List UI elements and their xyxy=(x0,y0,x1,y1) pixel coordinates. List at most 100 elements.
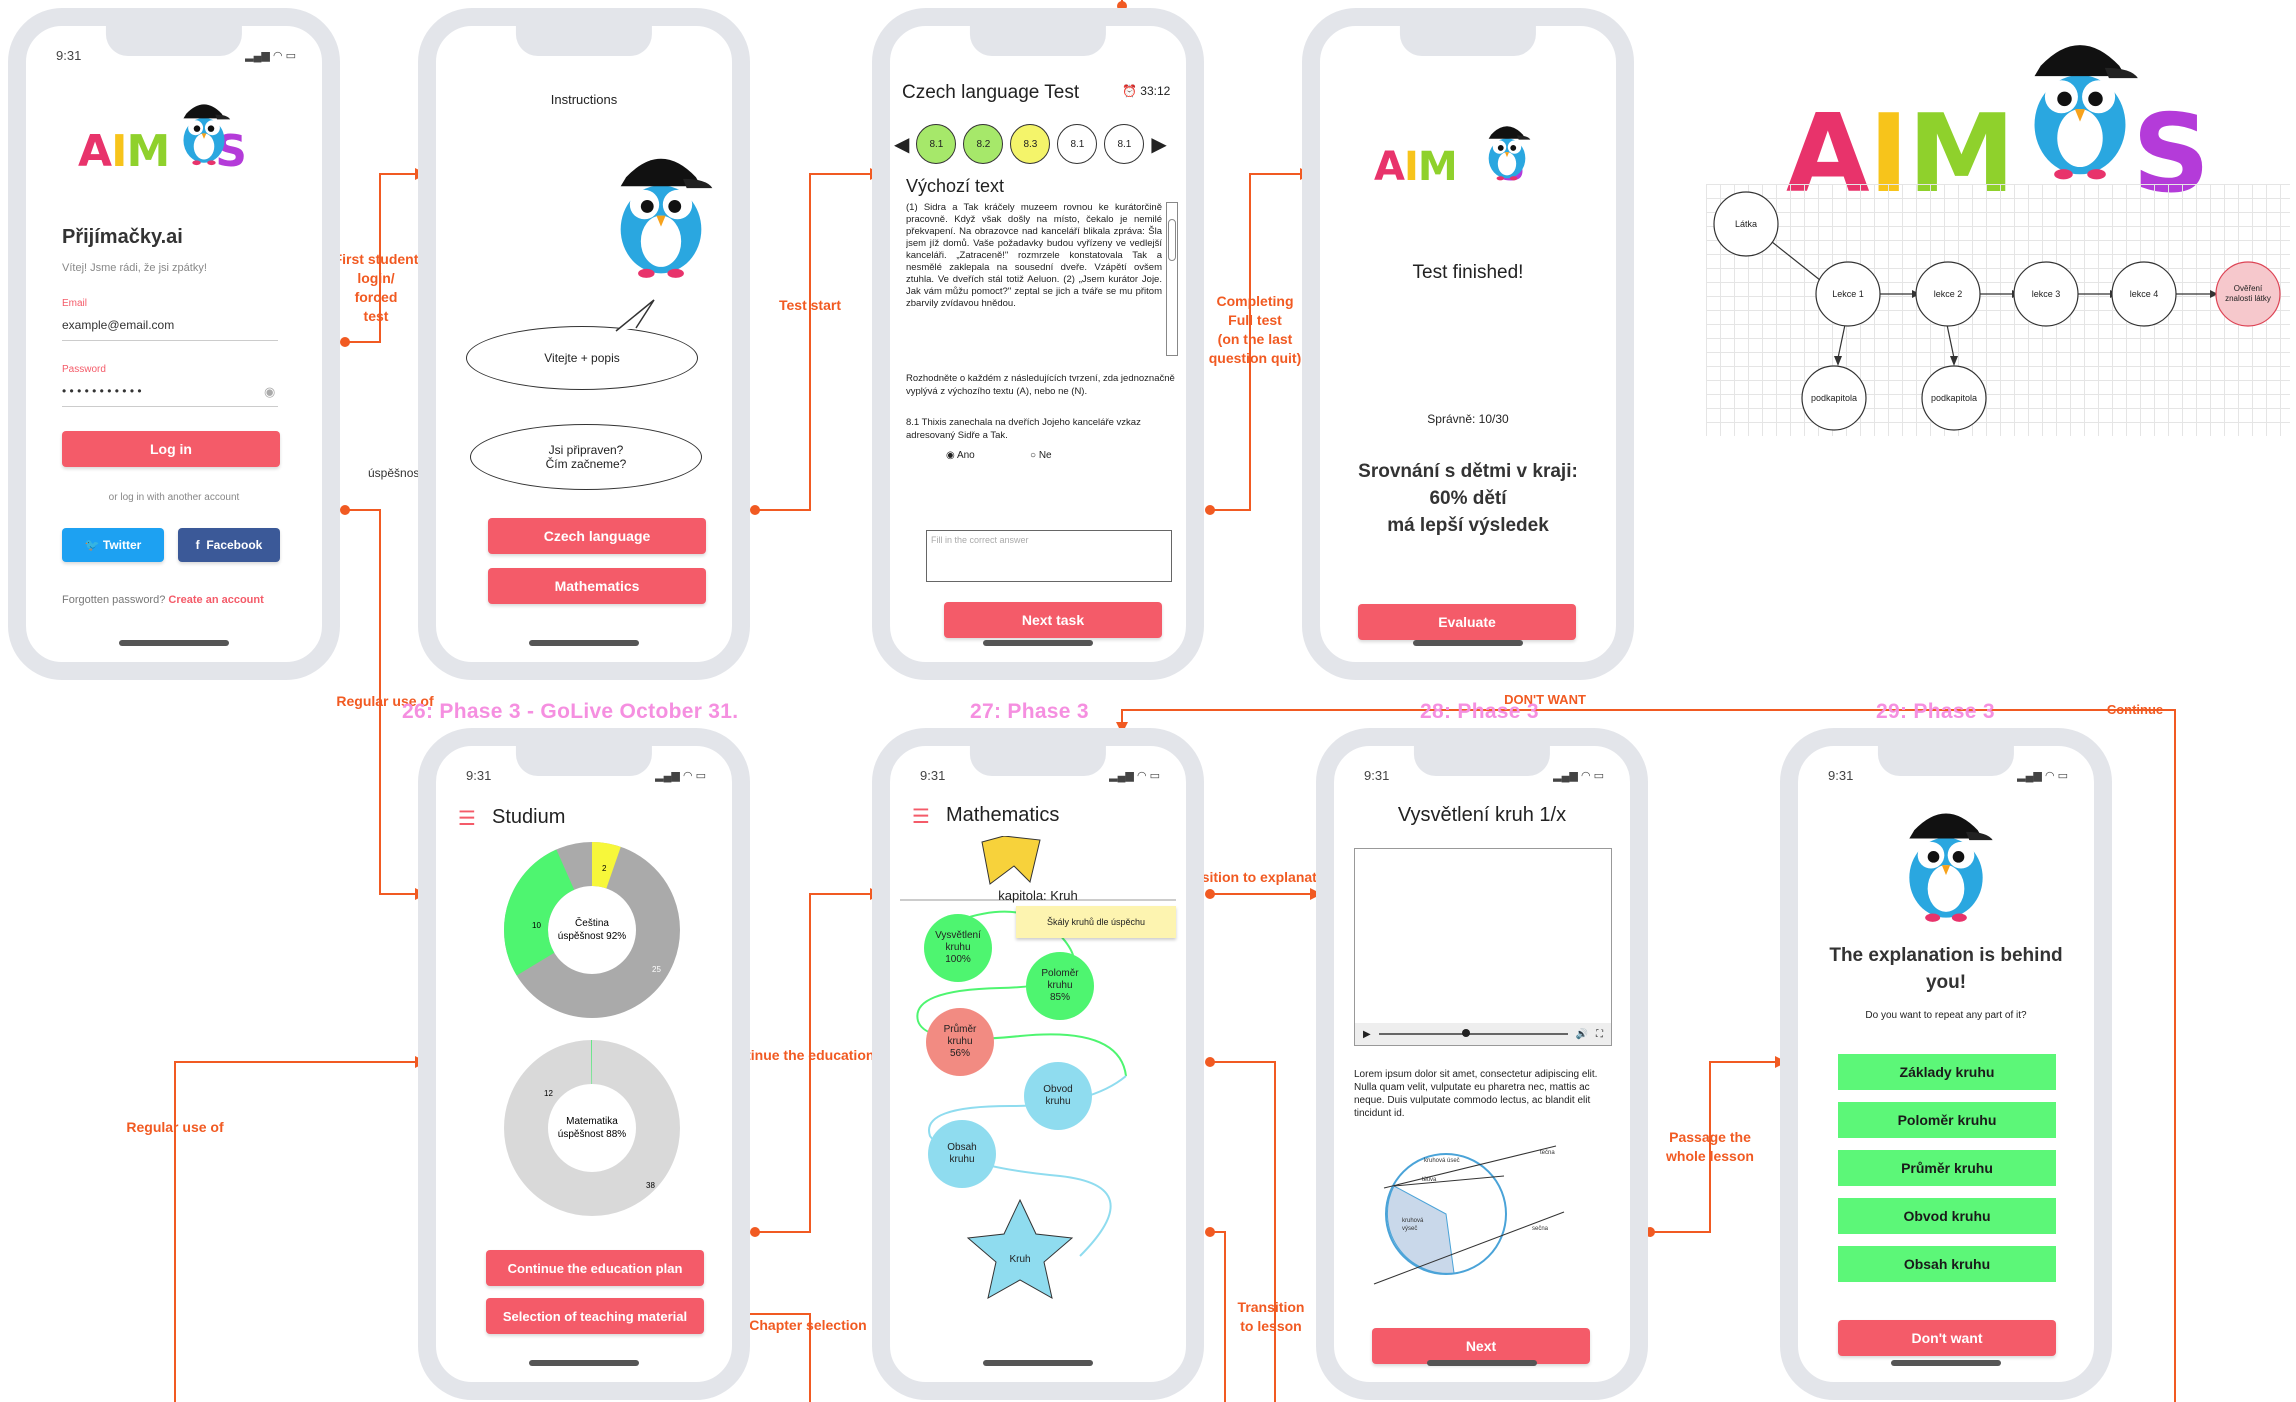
finished-title: Test finished! xyxy=(1412,262,1524,283)
question-circle[interactable]: 8.2 xyxy=(963,124,1004,164)
welcome-text: Vítej! Jsme rádi, že jsi zpátky! xyxy=(62,262,207,274)
volume-icon[interactable]: 🔊 xyxy=(1575,1028,1588,1040)
question-circle[interactable]: 8.1 xyxy=(1057,124,1098,164)
node-lekce2: lekce 2 xyxy=(1934,289,1963,299)
alarm-icon: ⏰ xyxy=(1122,84,1141,98)
circle-diagram: kruhová úseč tětiva tečna kruhová výseč … xyxy=(1373,1145,1565,1285)
email-field[interactable]: example@email.com xyxy=(62,318,278,341)
answer-input[interactable]: Fill in the correct answer xyxy=(926,530,1172,582)
node-label: Obvod xyxy=(1043,1084,1072,1095)
label-regular-use-1: Regular use of xyxy=(336,693,434,709)
question-nav: ◀ 8.1 8.2 8.3 8.1 8.1 ▶ xyxy=(894,124,1186,164)
facebook-button[interactable]: f Facebook xyxy=(178,528,280,562)
node-label: Poloměr xyxy=(1041,968,1079,979)
facebook-icon: f xyxy=(195,538,207,552)
diagram-label: sečna xyxy=(1532,1226,1549,1232)
owl-icon xyxy=(1896,796,1996,926)
status-time: 9:31 xyxy=(56,48,82,63)
fullscreen-icon[interactable]: ⛶ xyxy=(1596,1028,1603,1040)
evaluate-button[interactable]: Evaluate xyxy=(1358,604,1576,640)
password-field[interactable]: • • • • • • • • • • • xyxy=(62,384,278,407)
instruction-text: Rozhodněte o každém z následujících tvrz… xyxy=(906,373,1175,397)
eye-icon[interactable]: ◉ xyxy=(264,384,276,399)
node-label: kruhu xyxy=(1047,980,1072,991)
lorem-text: Lorem ipsum dolor sit amet, consectetur … xyxy=(1354,1069,1598,1119)
option-obsah-button[interactable]: Obsah kruhu xyxy=(1838,1246,2056,1282)
password-label: Password xyxy=(62,364,106,375)
option-obvod-button[interactable]: Obvod kruhu xyxy=(1838,1198,2056,1234)
node-podkapitola: podkapitola xyxy=(1931,393,1977,403)
diagram-label: kruhová úseč xyxy=(1424,1158,1460,1164)
continue-plan-button[interactable]: Continue the education plan xyxy=(486,1250,704,1286)
donut-value: 12 xyxy=(544,1089,553,1098)
chevron-left-icon[interactable]: ◀ xyxy=(894,133,910,156)
question-circle[interactable]: 8.1 xyxy=(916,124,957,164)
label-chapter-selection: Chapter selection xyxy=(749,1317,867,1333)
signal-icon: ▂▄▆ ◠ ▭ xyxy=(1109,770,1160,782)
signal-icon: ▂▄▆ ◠ ▭ xyxy=(245,50,296,62)
play-icon[interactable]: ▶ xyxy=(1363,1028,1371,1040)
diagram-label: výseč xyxy=(1402,1226,1417,1232)
node-obvod xyxy=(1024,1062,1092,1130)
menu-icon[interactable]: ☰ xyxy=(912,806,930,828)
owl-icon xyxy=(1482,118,1532,182)
answer-yes[interactable]: ◉ Ano xyxy=(946,450,975,461)
diagram-label: tečna xyxy=(1540,1150,1555,1156)
node-obsah xyxy=(928,1120,996,1188)
label-regular-use-2: Regular use of xyxy=(126,1119,224,1135)
phase-27: 27: Phase 3 xyxy=(970,700,1089,723)
status-time: 9:31 xyxy=(1828,768,1854,783)
video-player[interactable]: ▶ 🔊 ⛶ xyxy=(1354,848,1612,1046)
scrollbar[interactable] xyxy=(1166,202,1178,356)
phase-28: 28: Phase 3 xyxy=(1420,700,1539,723)
twitter-button[interactable]: 🐦 Twitter xyxy=(62,528,164,562)
donut-math: Matematika úspěšnost 88% 12 38 xyxy=(504,1040,680,1216)
status-time: 9:31 xyxy=(1364,768,1390,783)
dont-want-button[interactable]: Don't want xyxy=(1838,1320,2056,1356)
czech-language-button[interactable]: Czech language xyxy=(488,518,706,554)
select-material-button[interactable]: Selection of teaching material xyxy=(486,1298,704,1334)
video-progress[interactable] xyxy=(1378,1029,1568,1037)
next-button[interactable]: Next xyxy=(1372,1328,1590,1364)
phone-studium: 9:31▂▄▆ ◠ ▭ ☰ Studium Čeština úspěšnost … xyxy=(418,728,750,1400)
answer-no[interactable]: ○ Ne xyxy=(1030,450,1052,461)
node-lekce3: lekce 3 xyxy=(2032,289,2061,299)
option-zaklady-button[interactable]: Základy kruhu xyxy=(1838,1054,2056,1090)
mathematics-button[interactable]: Mathematics xyxy=(488,568,706,604)
question-circle[interactable]: 8.1 xyxy=(1104,124,1145,164)
email-label: Email xyxy=(62,298,88,309)
node-vysvetleni xyxy=(924,914,992,982)
label-dont-want: DON'T WANT xyxy=(1504,692,1586,707)
node-label: 85% xyxy=(1050,992,1070,1003)
option-prumer-button[interactable]: Průměr kruhu xyxy=(1838,1150,2056,1186)
node-label: kruhu xyxy=(949,1154,974,1165)
donut-czech: Čeština úspěšnost 92% 2 10 25 xyxy=(504,842,680,1018)
speech-bubble-ready: Jsi připraven?Čím začneme? xyxy=(470,424,702,490)
node-podkapitola: podkapitola xyxy=(1811,393,1857,403)
donut-label: Čeština xyxy=(575,916,609,929)
owl-icon xyxy=(606,136,716,286)
signal-icon: ▂▄▆ ◠ ▭ xyxy=(2017,770,2068,782)
node-label: 100% xyxy=(945,954,971,965)
label-continue: Continue xyxy=(2106,702,2164,717)
option-polomer-button[interactable]: Poloměr kruhu xyxy=(1838,1102,2056,1138)
menu-icon[interactable]: ☰ xyxy=(458,808,476,830)
math-title: Mathematics xyxy=(946,804,1060,826)
forgot-password-link[interactable]: Forgotten password? Create an account xyxy=(62,594,264,606)
next-task-button[interactable]: Next task xyxy=(944,602,1162,638)
question-circle[interactable]: 8.3 xyxy=(1010,124,1051,164)
chevron-right-icon[interactable]: ▶ xyxy=(1151,133,1167,156)
create-account-link[interactable]: Create an account xyxy=(168,594,264,606)
instructions-title: Instructions xyxy=(550,92,618,107)
node-lekce4: lekce 4 xyxy=(2130,289,2159,299)
text-heading: Výchozí text xyxy=(906,176,1005,196)
login-button[interactable]: Log in xyxy=(62,431,280,467)
diagram-label: kruhová xyxy=(1402,1218,1424,1224)
donut-label: Matematika xyxy=(566,1116,618,1127)
